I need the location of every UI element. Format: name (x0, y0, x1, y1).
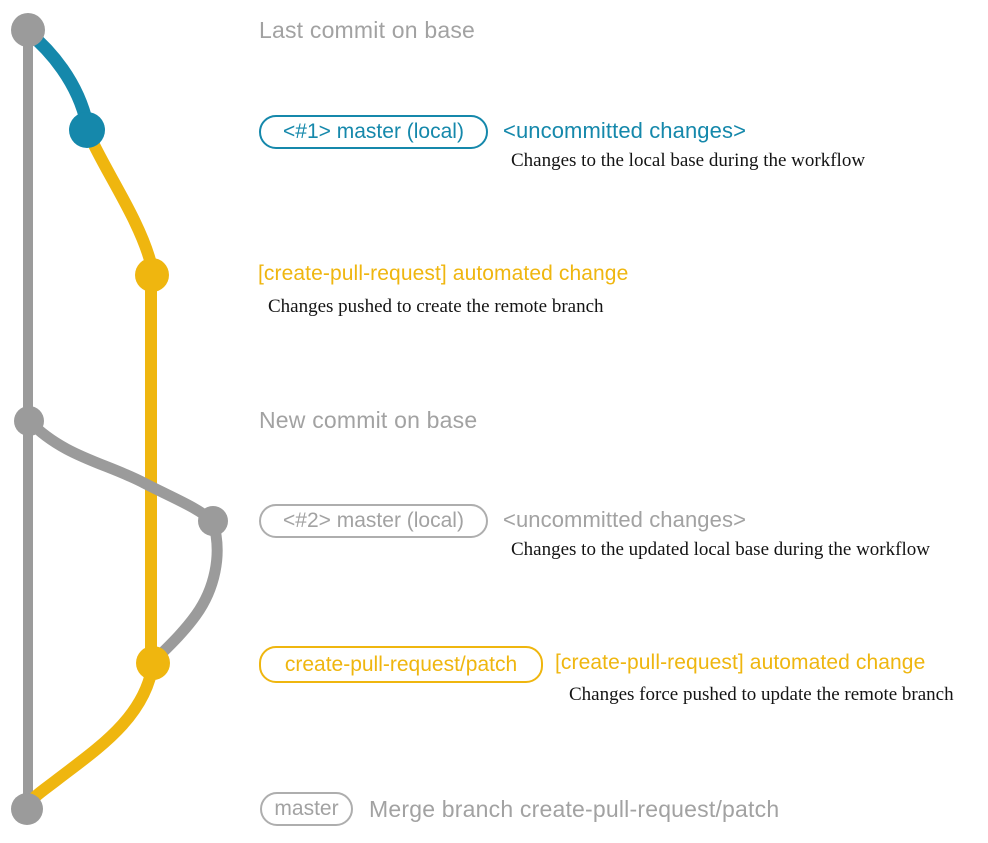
branch-badge-label: create-pull-request/patch (284, 652, 518, 676)
branch-badge-master-local-2: <#2> master (local) (259, 504, 488, 538)
automated-change-heading-1: [create-pull-request] automated change (258, 262, 629, 285)
commit-patch-2 (136, 646, 170, 680)
rebase-edge-2 (152, 516, 223, 663)
workflow-description-1: Changes to the local base during the wor… (511, 150, 866, 171)
branch-badge-master-local-1: <#1> master (local) (259, 115, 488, 149)
workflow-description-3: Changes to the updated local base during… (511, 539, 930, 560)
commit-uncommitted-2 (198, 506, 228, 536)
workflow-description-4: Changes force pushed to update the remot… (569, 684, 954, 705)
commit-patch-1 (135, 258, 169, 292)
uncommitted-changes-note-1: <uncommitted changes> (503, 118, 747, 143)
patch-1-edge (81, 124, 157, 656)
new-commit-heading: New commit on base (259, 407, 478, 433)
branch-badge-label: <#2> master (local) (283, 509, 464, 532)
commit-new-base (14, 406, 44, 436)
uncommitted-1-edge (21, 25, 94, 131)
rebase-edge-1 (23, 415, 219, 528)
uncommitted-changes-note-2: <uncommitted changes> (503, 507, 747, 532)
workflow-description-2: Changes pushed to create the remote bran… (268, 296, 604, 317)
branch-badge-label: <#1> master (local) (283, 120, 464, 143)
commit-merge (11, 793, 43, 825)
commit-last-base (11, 13, 45, 47)
commit-uncommitted-1 (69, 112, 105, 148)
automated-change-heading-2: [create-pull-request] automated change (555, 651, 926, 674)
last-commit-heading: Last commit on base (259, 17, 476, 43)
merge-edge (21, 657, 159, 813)
merge-branch-note: Merge branch create-pull-request/patch (369, 796, 780, 822)
branch-badge-patch: create-pull-request/patch (259, 646, 543, 683)
branch-badge-label: master (274, 797, 339, 820)
branch-badge-master: master (260, 792, 353, 826)
